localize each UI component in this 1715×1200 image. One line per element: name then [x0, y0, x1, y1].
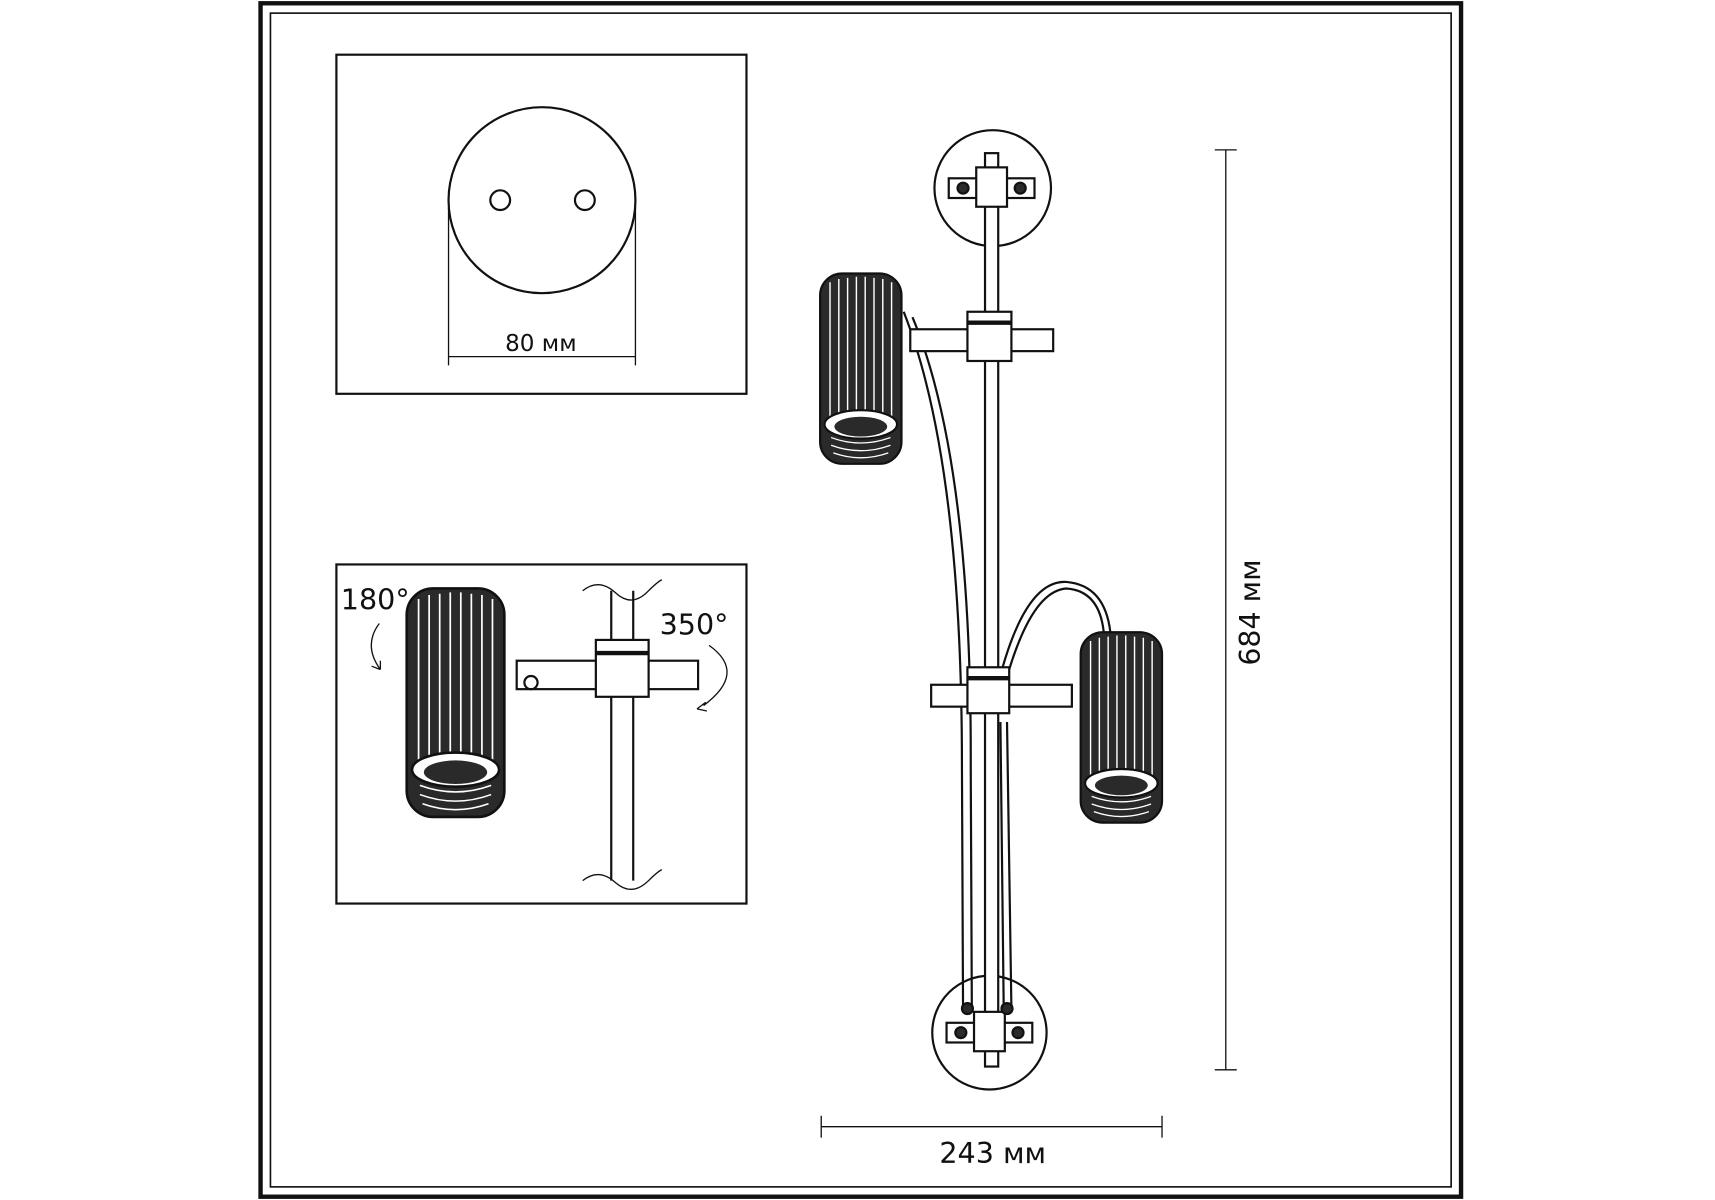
- swivel-angle-label: 350°: [660, 609, 729, 642]
- base-diameter-label: 80 мм: [505, 331, 577, 357]
- mount-hole: [573, 189, 596, 212]
- height-label: 684 мм: [1234, 559, 1267, 665]
- width-dimension: 243 мм: [820, 1115, 1163, 1170]
- lamp-front-view: [819, 129, 1164, 1091]
- outer-frame: [258, 1, 1464, 1199]
- width-label: 243 мм: [939, 1137, 1046, 1170]
- base-plate-detail: 80 мм: [335, 53, 748, 395]
- rotation-detail: 180° 350°: [335, 563, 748, 905]
- lower-shade: [1079, 631, 1164, 824]
- upper-shade: [819, 272, 903, 465]
- inner-frame: [269, 12, 1452, 1188]
- base-plate: [447, 106, 637, 295]
- swivel-arrow-icon: [696, 644, 728, 712]
- mount-hole: [489, 189, 512, 212]
- tilt-arrow-icon: [370, 623, 382, 671]
- tilt-angle-label: 180°: [341, 583, 410, 616]
- height-dimension: 684 мм: [1214, 149, 1267, 1071]
